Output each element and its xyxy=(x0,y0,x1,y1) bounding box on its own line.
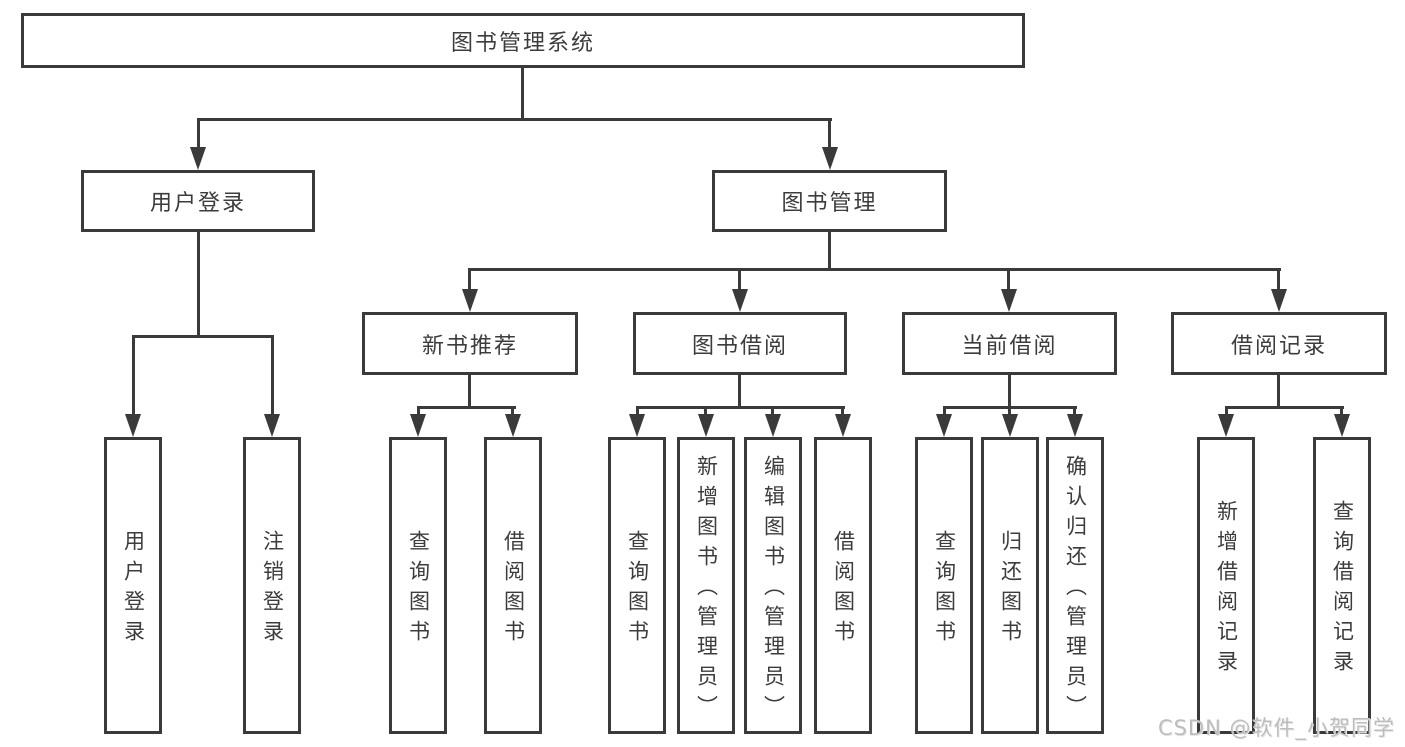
arrowhead-down-icon xyxy=(1334,414,1350,437)
leaf-user-login: 用户登录 xyxy=(104,437,162,734)
connector-drop-leaf xyxy=(271,335,274,418)
node-book-borrowing: 图书借阅 xyxy=(633,312,847,375)
leaf-query-borrow-record: 查询借阅记录 xyxy=(1313,437,1371,734)
connector-book-management-stem xyxy=(828,232,831,271)
leaf-label: 用户登录 xyxy=(121,530,146,650)
leaf-label: 借阅图书 xyxy=(831,530,856,650)
connector-new-book-stem xyxy=(468,375,471,409)
leaf-label: 查询图书 xyxy=(932,530,957,650)
node-book-management: 图书管理 xyxy=(712,170,947,232)
leaf-query-books-current: 查询图书 xyxy=(915,437,973,734)
arrowhead-down-icon xyxy=(822,147,838,170)
connector-drop-leaf xyxy=(636,406,639,418)
arrowhead-down-icon xyxy=(698,414,714,437)
watermark: CSDN @软件_小贺同学 xyxy=(1157,716,1395,740)
arrowhead-down-icon xyxy=(264,414,280,437)
arrowhead-down-icon xyxy=(1067,414,1083,437)
connector-drop-leaf xyxy=(1073,406,1076,418)
connector-drop-leaf xyxy=(1008,406,1011,418)
node-library-management-system: 图书管理系统 xyxy=(21,13,1025,68)
arrowhead-down-icon xyxy=(1001,289,1017,312)
connector-new-book-bar xyxy=(417,406,516,409)
connector-current-borrow-stem xyxy=(1008,375,1011,409)
node-label: 图书借阅 xyxy=(691,333,788,359)
connector-drop-level3 xyxy=(1007,268,1010,292)
arrowhead-down-icon xyxy=(629,414,645,437)
connector-user-login-stem xyxy=(197,232,200,338)
arrowhead-down-icon xyxy=(835,414,851,437)
leaf-query-books-borrow: 查询图书 xyxy=(608,437,666,734)
leaf-label: 确认归还（管理员） xyxy=(1063,455,1088,725)
node-label: 借阅记录 xyxy=(1230,333,1327,359)
node-label: 当前借阅 xyxy=(961,333,1058,359)
arrowhead-down-icon xyxy=(1002,414,1018,437)
leaf-logout-login: 注销登录 xyxy=(243,437,301,734)
leaf-return-books: 归还图书 xyxy=(981,437,1039,734)
connector-book-borrow-bar xyxy=(636,406,845,409)
leaf-borrow-books-recommend: 借阅图书 xyxy=(484,437,542,734)
node-user-login: 用户登录 xyxy=(81,170,315,232)
arrowhead-down-icon xyxy=(410,414,426,437)
arrowhead-down-icon xyxy=(1218,414,1234,437)
leaf-query-books-recommend: 查询图书 xyxy=(389,437,447,734)
connector-book-management-bar xyxy=(468,268,1281,271)
arrowhead-down-icon xyxy=(190,147,206,170)
connector-drop-book-management xyxy=(828,118,831,154)
arrowhead-down-icon xyxy=(765,414,781,437)
node-label: 图书管理 xyxy=(781,191,878,216)
arrowhead-down-icon xyxy=(505,414,521,437)
arrowhead-down-icon xyxy=(125,414,141,437)
connector-drop-leaf xyxy=(511,406,514,418)
connector-records-bar xyxy=(1225,406,1344,409)
leaf-confirm-return-admin: 确认归还（管理员） xyxy=(1046,437,1104,734)
arrowhead-down-icon xyxy=(462,289,478,312)
connector-book-borrow-stem xyxy=(738,375,741,409)
connector-drop-leaf xyxy=(132,335,135,418)
leaf-label: 查询图书 xyxy=(406,530,431,650)
leaf-label: 查询图书 xyxy=(625,530,650,650)
leaf-label: 注销登录 xyxy=(260,530,285,650)
node-current-borrowing: 当前借阅 xyxy=(902,312,1117,375)
node-new-book-recommendation: 新书推荐 xyxy=(362,312,578,375)
connector-drop-leaf xyxy=(704,406,707,418)
leaf-borrow-books: 借阅图书 xyxy=(814,437,872,734)
connector-drop-leaf xyxy=(417,406,420,418)
connector-records-stem xyxy=(1277,375,1280,409)
connector-root-bar xyxy=(197,118,832,121)
connector-drop-leaf xyxy=(841,406,844,418)
arrowhead-down-icon xyxy=(936,414,952,437)
leaf-label: 编辑图书（管理员） xyxy=(761,455,786,725)
connector-drop-leaf xyxy=(1225,406,1228,418)
leaf-edit-books-admin: 编辑图书（管理员） xyxy=(744,437,802,734)
arrowhead-down-icon xyxy=(732,289,748,312)
node-label: 用户登录 xyxy=(149,191,246,216)
leaf-label: 新增图书（管理员） xyxy=(694,455,719,725)
leaf-label: 新增借阅记录 xyxy=(1214,500,1239,680)
node-label: 新书推荐 xyxy=(421,333,518,359)
connector-drop-level3 xyxy=(1277,268,1280,292)
connector-drop-user-login xyxy=(197,118,200,154)
leaf-add-borrow-record: 新增借阅记录 xyxy=(1197,437,1255,734)
node-borrowing-records: 借阅记录 xyxy=(1171,312,1387,375)
connector-drop-leaf xyxy=(771,406,774,418)
leaf-label: 归还图书 xyxy=(998,530,1023,650)
leaf-label: 借阅图书 xyxy=(501,530,526,650)
leaf-add-books-admin: 新增图书（管理员） xyxy=(677,437,735,734)
arrowhead-down-icon xyxy=(1271,289,1287,312)
connector-drop-level3 xyxy=(738,268,741,292)
connector-user-login-bar xyxy=(132,335,274,338)
connector-drop-leaf xyxy=(943,406,946,418)
leaf-label: 查询借阅记录 xyxy=(1330,500,1355,680)
connector-drop-level3 xyxy=(468,268,471,292)
node-label: 图书管理系统 xyxy=(450,30,595,56)
connector-drop-leaf xyxy=(1340,406,1343,418)
connector-root-stem xyxy=(521,68,524,120)
